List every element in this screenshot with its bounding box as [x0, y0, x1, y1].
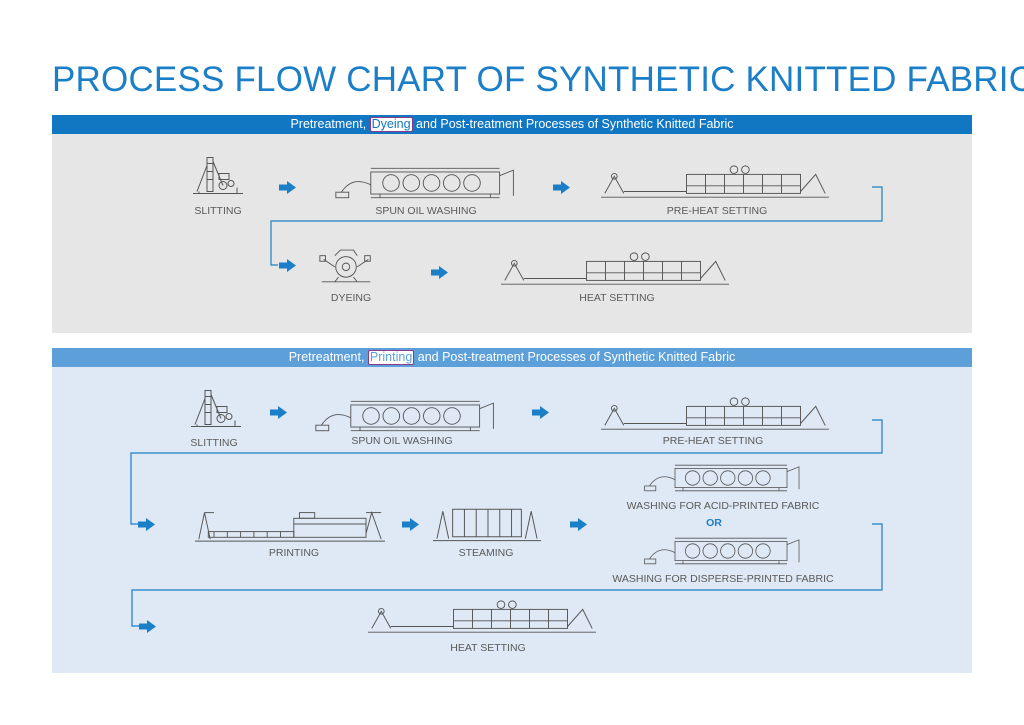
step-label-heat-setting: HEAT SETTING [450, 642, 526, 654]
pre-heat-setting-machine-icon [592, 395, 838, 433]
step-label-pre-heat-setting: PRE-HEAT SETTING [666, 205, 768, 217]
step-label-pre-heat-setting: PRE-HEAT SETTING [662, 435, 764, 447]
flow-arrow-icon [279, 181, 296, 194]
step-label-washing-acid: WASHING FOR ACID-PRINTED FABRIC [626, 500, 820, 512]
step-label-spun-oil-washing: SPUN OIL WASHING [375, 205, 477, 217]
flow-arrow-icon [532, 406, 549, 419]
header-prefix: Pretreatment, [290, 117, 370, 131]
disperse-washing-machine-icon [612, 535, 834, 567]
step-label-steaming: STEAMING [458, 547, 514, 559]
flow-arrow-icon [138, 518, 155, 531]
flow-arrow-icon [139, 620, 156, 633]
header-prefix: Pretreatment, [288, 350, 368, 364]
spun-oil-washing-machine-icon [314, 396, 498, 436]
dyeing-panel-body [52, 134, 972, 333]
header-suffix: and Post-treatment Processes of Syntheti… [412, 117, 734, 131]
connector-line [131, 523, 883, 627]
connector-line [270, 186, 883, 266]
step-label-printing: PRINTING [268, 547, 320, 559]
header-suffix: and Post-treatment Processes of Syntheti… [414, 350, 736, 364]
page-title: PROCESS FLOW CHART OF SYNTHETIC KNITTED … [52, 60, 1024, 99]
flow-arrow-icon [402, 518, 419, 531]
spun-oil-washing-machine-icon [334, 163, 518, 203]
heat-setting-machine-icon [498, 250, 732, 288]
step-label-heat-setting: HEAT SETTING [579, 292, 655, 304]
step-label-slitting: SLITTING [190, 437, 238, 449]
flow-arrow-icon [270, 406, 287, 419]
header-highlight-dyeing: Dyeing [369, 117, 413, 132]
slitting-machine-icon [193, 153, 243, 198]
printing-machine-icon [190, 505, 390, 543]
dyeing-machine-icon [318, 244, 374, 286]
header-highlight-printing: Printing [367, 350, 415, 365]
slitting-machine-icon [191, 386, 241, 431]
connector-line [130, 419, 883, 525]
step-label-slitting: SLITTING [194, 205, 242, 217]
flow-arrow-icon [279, 259, 296, 272]
pre-heat-setting-machine-icon [598, 163, 832, 201]
dyeing-panel-header: Pretreatment, Dyeing and Post-treatment … [52, 115, 972, 134]
step-label-washing-disperse: WASHING FOR DISPERSE-PRINTED FABRIC [612, 573, 834, 585]
printing-panel-header: Pretreatment, Printing and Post-treatmen… [52, 348, 972, 367]
step-label-spun-oil-washing: SPUN OIL WASHING [351, 435, 453, 447]
flow-arrow-icon [570, 518, 587, 531]
flow-arrow-icon [553, 181, 570, 194]
steaming-machine-icon [433, 503, 541, 543]
flow-arrow-icon [431, 266, 448, 279]
acid-washing-machine-icon [612, 462, 834, 494]
step-label-dyeing: DYEING [330, 292, 372, 304]
alternative-or-label: OR [706, 517, 722, 529]
heat-setting-machine-icon [358, 598, 606, 636]
dyeing-process-panel: Pretreatment, Dyeing and Post-treatment … [52, 115, 972, 333]
